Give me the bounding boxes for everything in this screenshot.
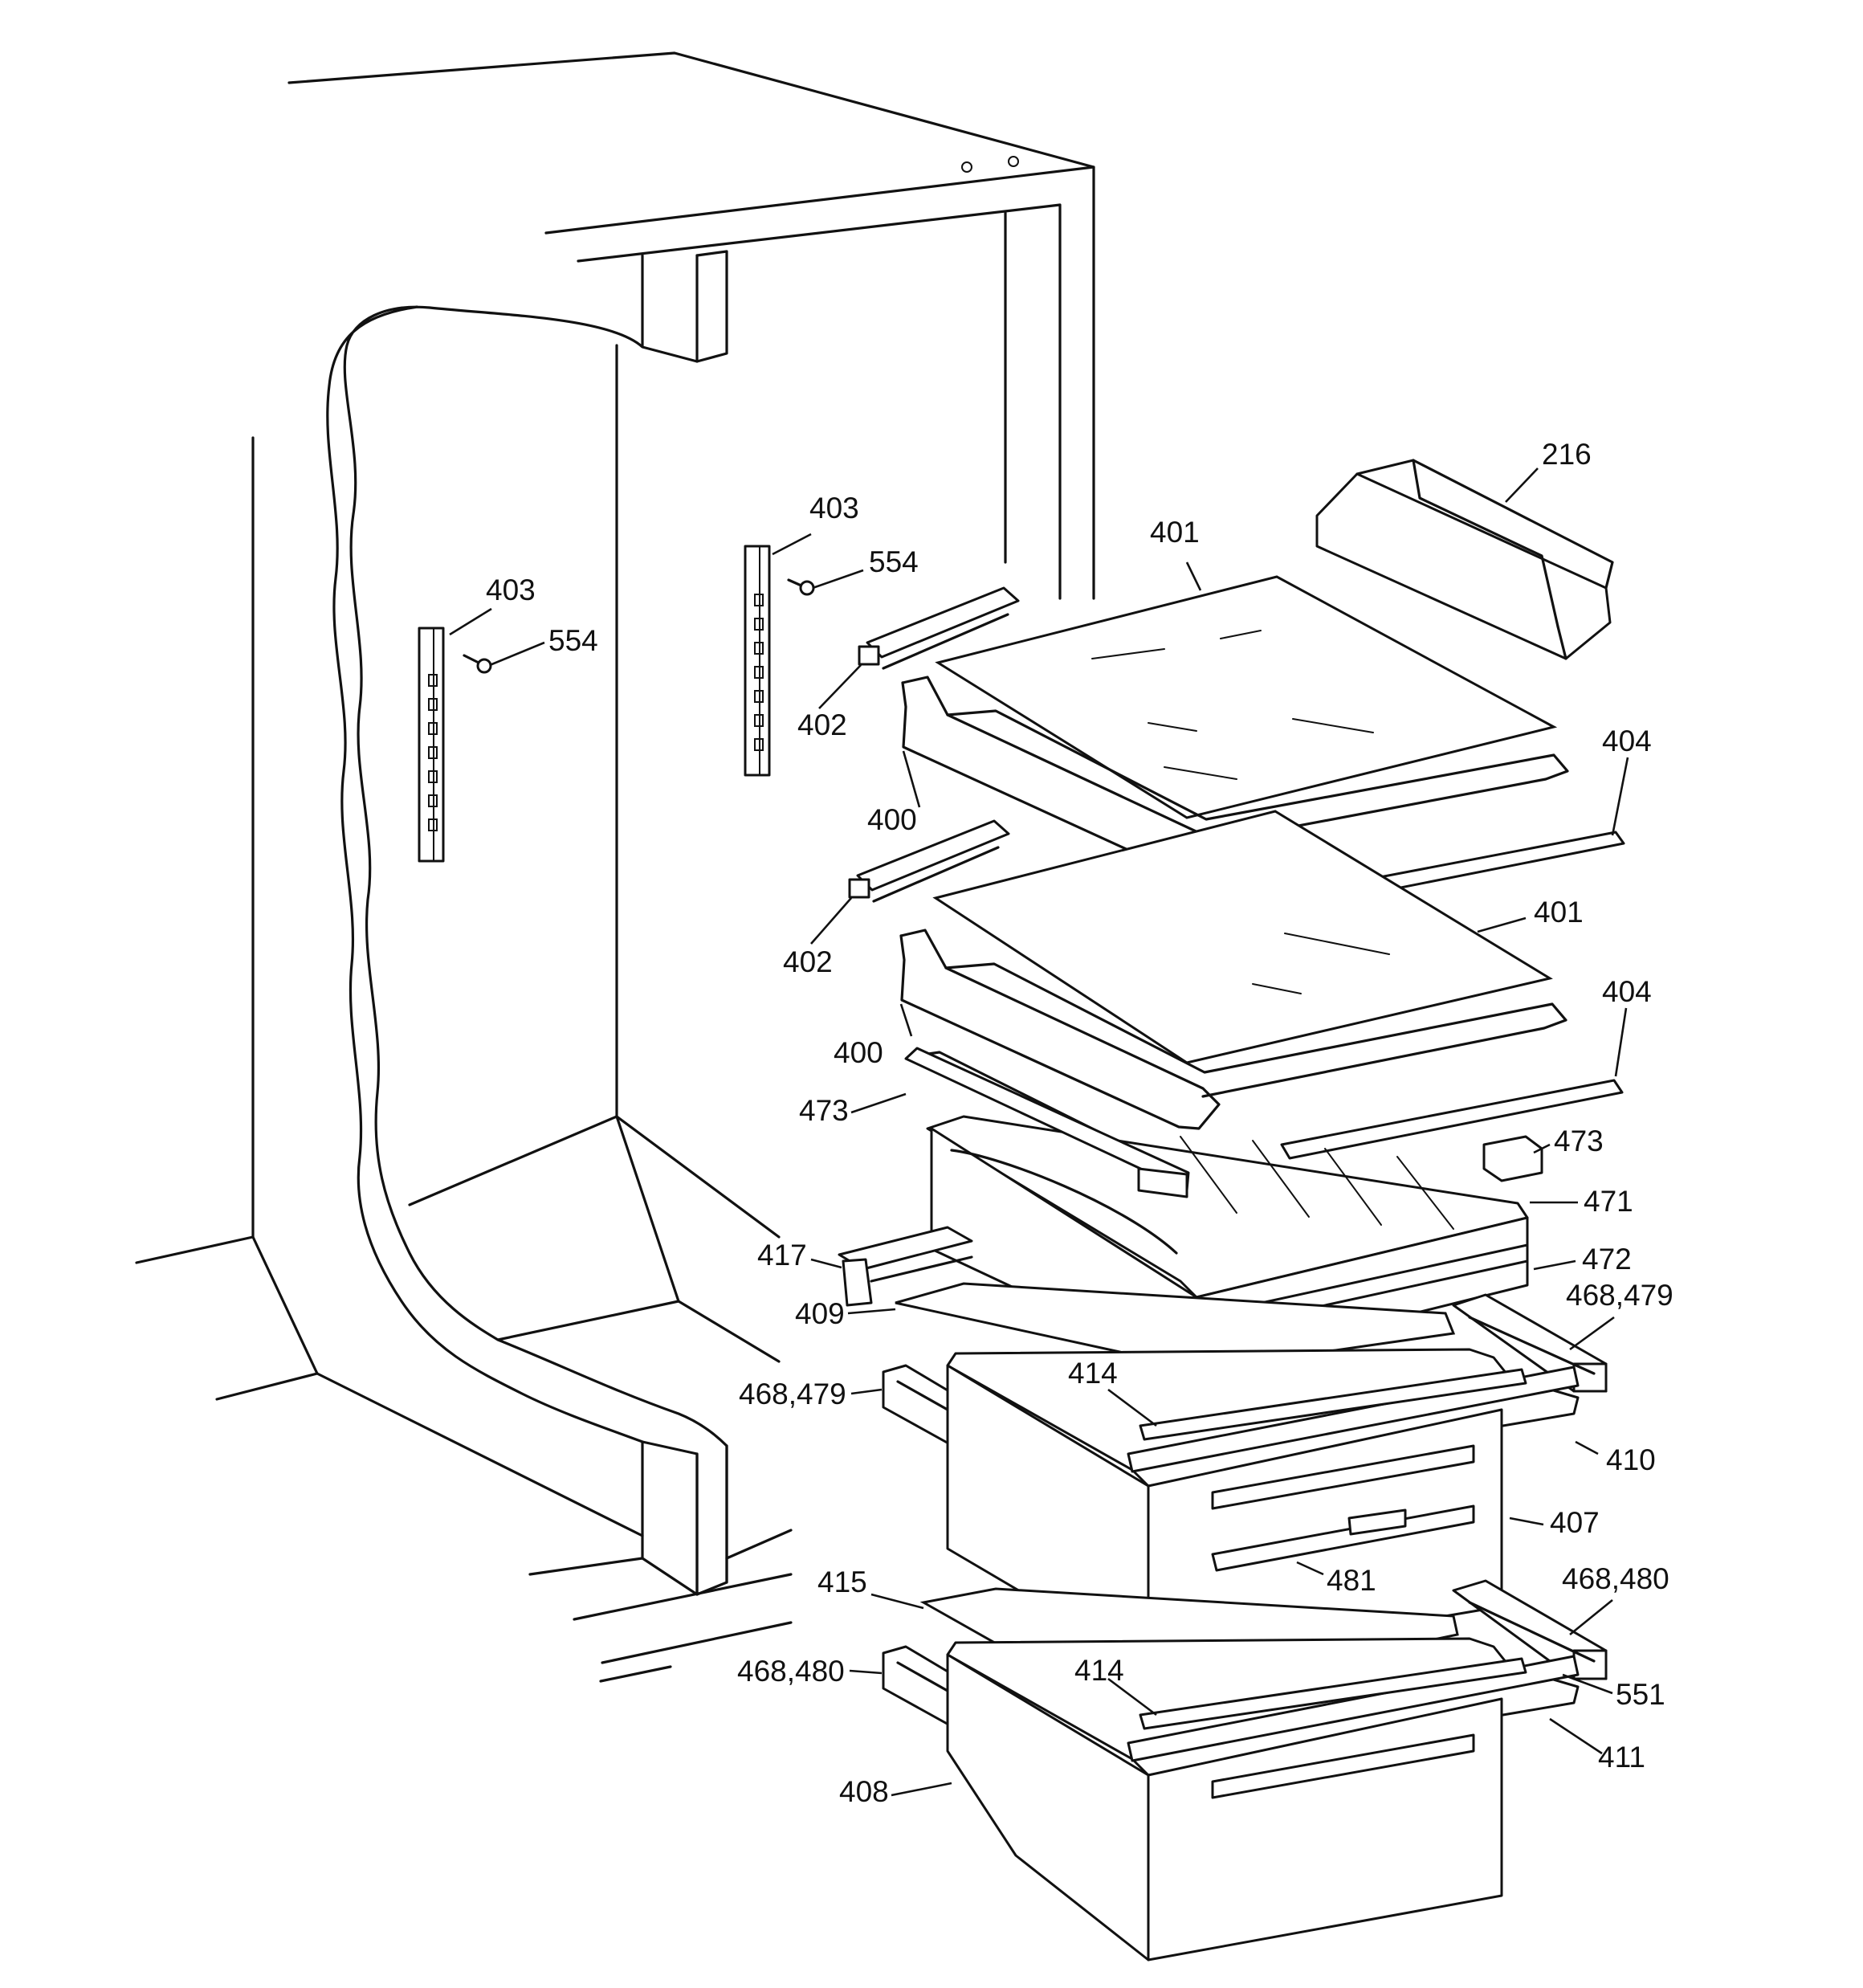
screw-right — [787, 578, 815, 596]
callout-402-upper: 402 — [797, 708, 847, 741]
callout-414-upper: 414 — [1068, 1357, 1118, 1390]
callout-400-lower: 400 — [834, 1036, 883, 1069]
callout-409: 409 — [795, 1297, 845, 1330]
upper-glass-shelf — [935, 575, 1558, 819]
lower-drawer — [946, 1637, 1580, 1961]
callout-411: 411 — [1598, 1741, 1645, 1774]
lower-shelf-trim — [1280, 1079, 1624, 1160]
leader-lines — [449, 467, 1629, 1797]
lower-shelf-frame — [899, 929, 1567, 1130]
callout-216: 216 — [1542, 438, 1592, 471]
screw-left — [463, 654, 492, 674]
callout-408: 408 — [839, 1775, 889, 1808]
callout-473-right: 473 — [1554, 1125, 1604, 1157]
callout-471: 471 — [1584, 1185, 1633, 1218]
shelf-support-upper — [858, 586, 1020, 670]
callout-473-left: 473 — [799, 1094, 849, 1127]
callout-468-480-right: 468,480 — [1562, 1562, 1669, 1595]
shelf-support-lower — [848, 819, 1010, 903]
shelf-standard-right — [744, 545, 771, 777]
callout-403-right: 403 — [809, 492, 859, 525]
callout-415: 415 — [817, 1565, 867, 1598]
callout-468-479-left: 468,479 — [739, 1378, 846, 1410]
callout-403-left: 403 — [486, 574, 536, 606]
shelf-standard-left — [418, 627, 445, 863]
callout-481: 481 — [1327, 1564, 1376, 1597]
callout-401-lower: 401 — [1534, 896, 1584, 929]
lower-glass-shelf — [932, 810, 1553, 1064]
crisper-cover-front-trim — [904, 1047, 1190, 1198]
callout-417: 417 — [757, 1239, 807, 1272]
callout-551: 551 — [1616, 1678, 1665, 1711]
callout-400-upper: 400 — [867, 803, 917, 836]
refrigerator-cabinet — [135, 51, 1095, 1683]
crisper-cover-end-cap — [1482, 1135, 1543, 1182]
callout-407: 407 — [1550, 1506, 1600, 1539]
callout-468-480-left: 468,480 — [737, 1655, 845, 1688]
callout-402-lower: 402 — [783, 945, 833, 978]
callout-468-479-right: 468,479 — [1566, 1279, 1673, 1312]
callout-401-upper: 401 — [1150, 516, 1200, 549]
callout-554-right: 554 — [869, 545, 919, 578]
callout-472: 472 — [1582, 1243, 1632, 1276]
pan-slide-417 — [838, 1226, 973, 1307]
dairy-bin — [1315, 459, 1614, 660]
callout-404-upper: 404 — [1602, 725, 1652, 757]
callout-414-lower: 414 — [1074, 1654, 1124, 1687]
callout-410: 410 — [1606, 1443, 1656, 1476]
callout-554-left: 554 — [548, 624, 598, 657]
callout-404-lower: 404 — [1602, 975, 1652, 1008]
callout-labels: 216 401 403 554 403 554 402 404 400 401 … — [486, 438, 1673, 1808]
